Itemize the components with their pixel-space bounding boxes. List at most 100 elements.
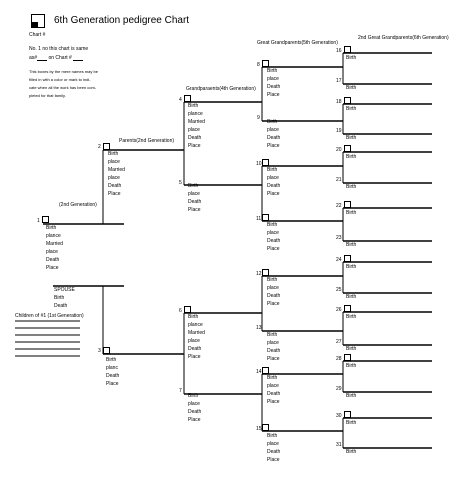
person-6-fields: Birth plance Married place Death Place bbox=[188, 313, 205, 361]
field-label: Death bbox=[267, 238, 281, 244]
as-blank[interactable] bbox=[37, 55, 48, 61]
person-3-fields: Birth planc Death Place bbox=[106, 356, 119, 388]
field-label: Birth bbox=[267, 277, 278, 283]
chart-logo-icon bbox=[31, 14, 45, 28]
instructions: This boxes by the mere names may be fill… bbox=[29, 68, 98, 100]
person-number: 23 bbox=[336, 235, 342, 241]
field-label: Birth bbox=[267, 332, 278, 338]
field-label: Birth bbox=[346, 154, 357, 160]
field-label: Place bbox=[188, 417, 201, 423]
status-checkbox[interactable] bbox=[184, 306, 191, 313]
field-label: Death bbox=[267, 391, 281, 397]
person-number: 31 bbox=[336, 442, 342, 448]
field-label: Death bbox=[267, 348, 281, 354]
field-label: Birth bbox=[267, 68, 278, 74]
person-number: 9 bbox=[257, 115, 260, 121]
field-label: place bbox=[267, 230, 279, 236]
field-label: place bbox=[188, 338, 200, 344]
status-checkbox[interactable] bbox=[103, 347, 110, 354]
person-number: 12 bbox=[256, 271, 262, 277]
field-label: place bbox=[188, 401, 200, 407]
status-checkbox[interactable] bbox=[344, 97, 351, 104]
field-label: Birth bbox=[346, 393, 357, 399]
status-checkbox[interactable] bbox=[344, 145, 351, 152]
status-checkbox[interactable] bbox=[262, 159, 269, 166]
note-line-1: No. 1 no this chart is same bbox=[29, 46, 89, 52]
field-label: Birth bbox=[46, 225, 57, 231]
instruction-line: cate when all the work has been com- bbox=[29, 85, 97, 90]
instruction-line: This boxes by the mere names may be bbox=[29, 69, 98, 74]
person-number: 4 bbox=[179, 97, 182, 103]
status-checkbox[interactable] bbox=[344, 46, 351, 53]
header-grandparents: Grandparaents(4th Generation) bbox=[186, 86, 256, 92]
field-label: Birth bbox=[267, 119, 278, 125]
status-checkbox[interactable] bbox=[344, 305, 351, 312]
field-label: Death bbox=[108, 183, 122, 189]
field-label: Place bbox=[188, 207, 201, 213]
note-line-2: as# on Chart # bbox=[29, 55, 84, 61]
field-label: Place bbox=[267, 399, 280, 405]
field-label: Birth bbox=[188, 103, 199, 109]
field-label: Place bbox=[106, 381, 119, 387]
field-label: Birth bbox=[267, 433, 278, 439]
person-9-fields: Birth place Death Place bbox=[267, 118, 280, 150]
person-number: 14 bbox=[256, 369, 262, 375]
field-label: Death bbox=[267, 449, 281, 455]
field-label: Birth bbox=[346, 135, 357, 141]
field-label: Married bbox=[188, 119, 205, 125]
status-checkbox[interactable] bbox=[344, 201, 351, 208]
field-label: Birth bbox=[267, 375, 278, 381]
person-number: 6 bbox=[179, 308, 182, 314]
person-number: 27 bbox=[336, 339, 342, 345]
status-checkbox[interactable] bbox=[344, 354, 351, 361]
person-number: 1 bbox=[37, 218, 40, 224]
field-label: place bbox=[108, 175, 120, 181]
status-checkbox[interactable] bbox=[184, 95, 191, 102]
field-label: Birth bbox=[346, 314, 357, 320]
person-15-fields: Birth place Death Place bbox=[267, 432, 280, 464]
field-label: Married bbox=[46, 241, 63, 247]
status-checkbox[interactable] bbox=[42, 216, 49, 223]
person-14-fields: Birth place Death Place bbox=[267, 374, 280, 406]
status-checkbox[interactable] bbox=[262, 269, 269, 276]
status-checkbox[interactable] bbox=[262, 424, 269, 431]
person-number: 21 bbox=[336, 177, 342, 183]
field-label: Birth bbox=[106, 357, 117, 363]
field-label: Birth bbox=[188, 314, 199, 320]
field-label: Place bbox=[267, 92, 280, 98]
status-checkbox[interactable] bbox=[262, 367, 269, 374]
chart-blank[interactable] bbox=[73, 55, 84, 61]
person-number: 16 bbox=[336, 48, 342, 54]
field-label: Death bbox=[188, 346, 202, 352]
status-checkbox[interactable] bbox=[262, 60, 269, 67]
person-number: 10 bbox=[256, 161, 262, 167]
person-11-fields: Birth place Death Place bbox=[267, 221, 280, 253]
note-as: as# bbox=[29, 55, 38, 61]
field-label: Death bbox=[267, 293, 281, 299]
field-label: planc bbox=[106, 365, 118, 371]
person-10-fields: Birth place Death Place bbox=[267, 166, 280, 198]
field-label: place bbox=[267, 175, 279, 181]
field-label: Birth bbox=[346, 106, 357, 112]
person-number: 7 bbox=[179, 388, 182, 394]
field-label: SPOUSE bbox=[54, 287, 75, 293]
note-on-chart: on Chart # bbox=[48, 55, 72, 61]
status-checkbox[interactable] bbox=[262, 214, 269, 221]
status-checkbox[interactable] bbox=[344, 255, 351, 262]
field-label: place bbox=[267, 383, 279, 389]
person-number: 18 bbox=[336, 99, 342, 105]
person-12-fields: Birth place Death Place bbox=[267, 276, 280, 308]
field-label: Birth bbox=[346, 242, 357, 248]
field-label: Birth bbox=[54, 295, 65, 301]
field-label: place bbox=[267, 340, 279, 346]
page-title: 6th Generation pedigree Chart bbox=[54, 15, 190, 26]
field-label: Place bbox=[267, 246, 280, 252]
person-number: 5 bbox=[179, 180, 182, 186]
field-label: Death bbox=[267, 183, 281, 189]
status-checkbox[interactable] bbox=[344, 411, 351, 418]
status-checkbox[interactable] bbox=[103, 143, 110, 150]
field-label: Death bbox=[106, 373, 120, 379]
person-number: 19 bbox=[336, 128, 342, 134]
field-label: place bbox=[267, 127, 279, 133]
